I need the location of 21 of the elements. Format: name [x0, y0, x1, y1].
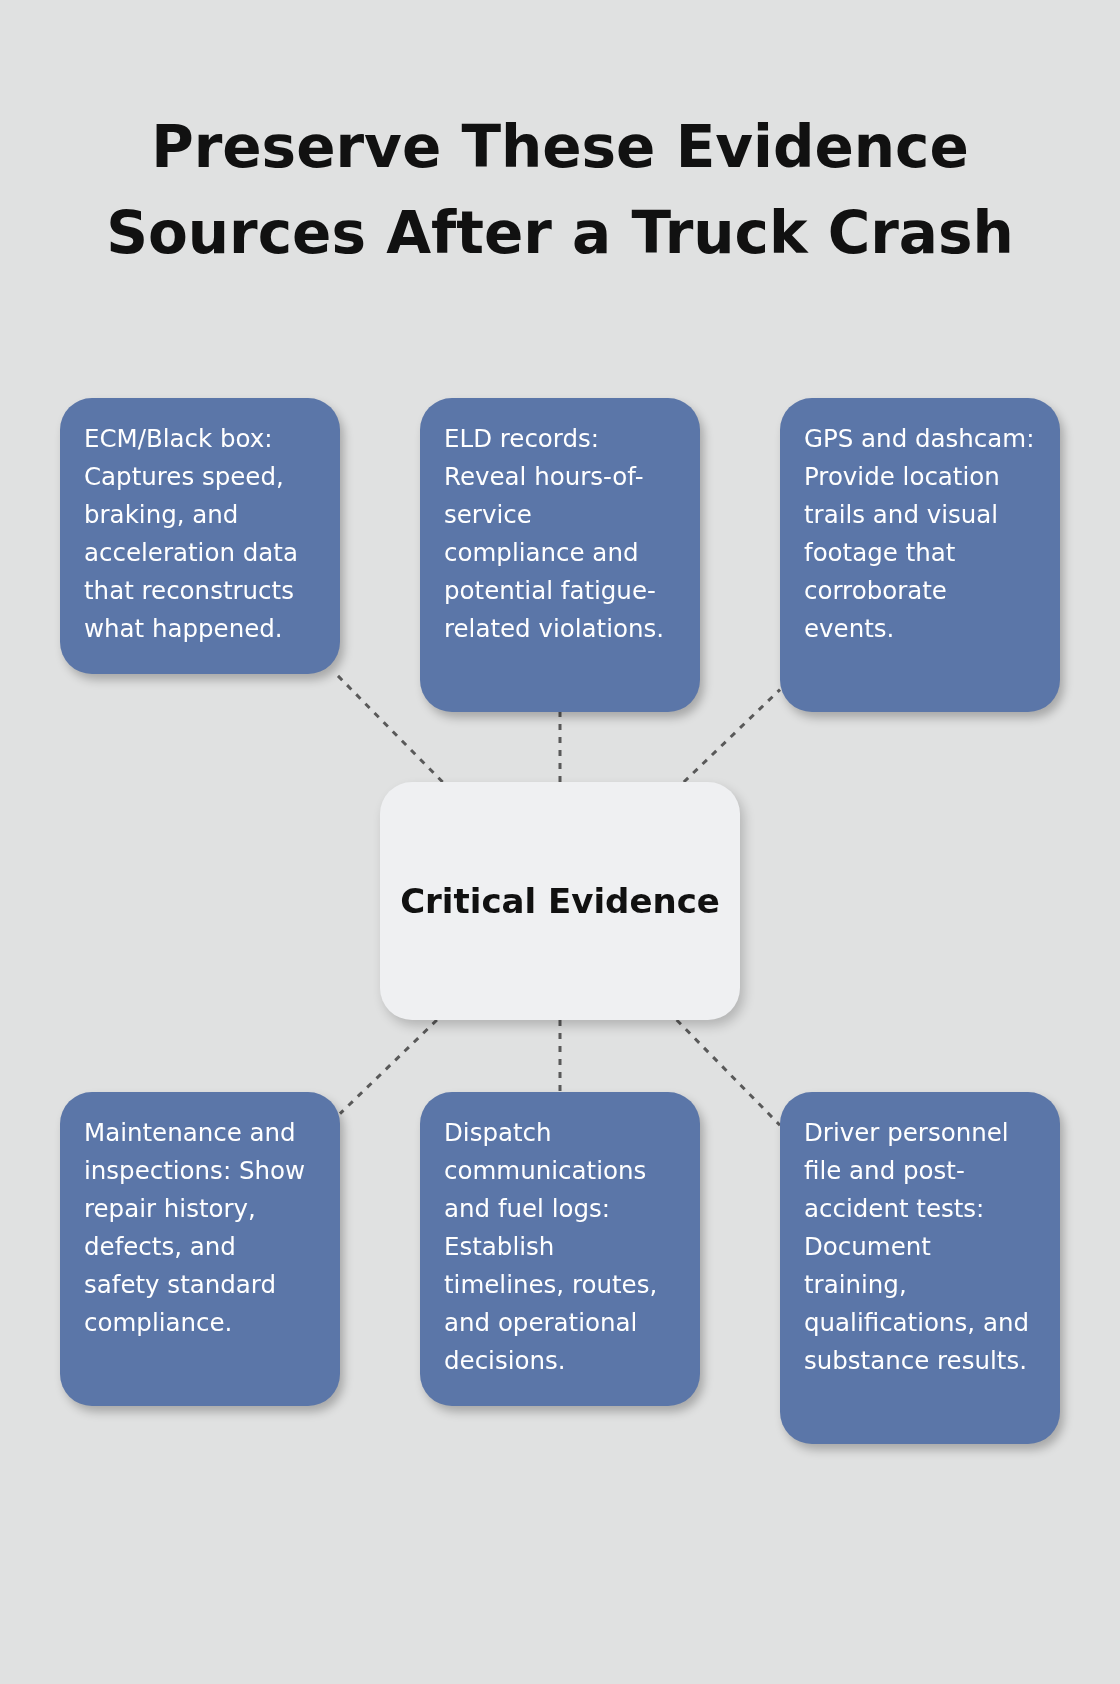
evidence-card: [780, 1092, 1060, 1444]
title: Preserve These Evidence Sources After a Truck Crash: [105, 112, 1015, 269]
dashed-connector: [338, 1018, 438, 1115]
dashed-connector: [682, 688, 782, 784]
evidence-description: ECM/Black box: Captures speed, braking, and acceleration data that reconstructs what happened.: [84, 423, 299, 645]
dashed-connector: [558, 1020, 562, 1092]
evidence-description: Maintenance and inspections: Show repair history, defects, and safety standard compliance.: [84, 1117, 307, 1339]
central-topic-box: [380, 782, 740, 1020]
evidence-card: [420, 398, 700, 712]
dashed-connector: [335, 672, 444, 784]
dashed-connector: [558, 712, 562, 782]
evidence-card: [60, 398, 340, 674]
evidence-card: [780, 398, 1060, 712]
dashed-connector: [675, 1018, 782, 1127]
evidence-card: [420, 1092, 700, 1406]
evidence-description: Dispatch communications and fuel logs: Establish timelines, routes, and operational decisions.: [444, 1117, 659, 1377]
evidence-description: Driver personnel file and post-accident tests: Document training, qualifications, and substance results.: [804, 1117, 1030, 1377]
evidence-card: [60, 1092, 340, 1406]
topic-label: Critical Evidence: [400, 881, 720, 921]
evidence-description: GPS and dashcam: Provide location trails and visual footage that corroborate events.: [804, 423, 1036, 645]
evidence-description: ELD records: Reveal hours-of-service compliance and potential fatigue-related violations.: [444, 423, 666, 645]
